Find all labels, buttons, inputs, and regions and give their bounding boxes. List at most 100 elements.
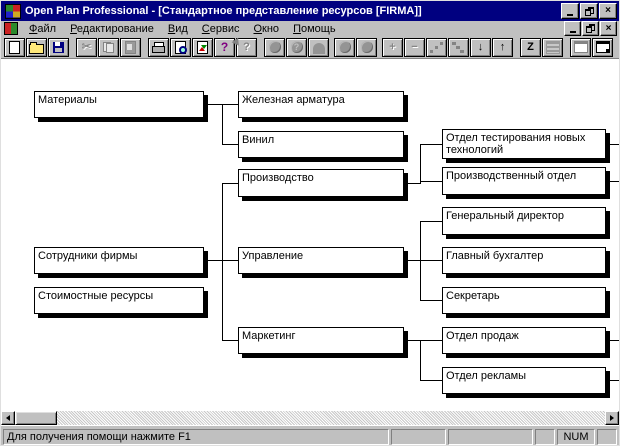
cut-scissors-icon: ✂ bbox=[81, 40, 92, 53]
scrollbar-track[interactable] bbox=[57, 411, 605, 425]
remove-button[interactable]: − bbox=[404, 37, 425, 57]
menu-file[interactable]: Файл bbox=[29, 22, 57, 35]
node-production[interactable]: Производство bbox=[238, 169, 404, 197]
connector-line bbox=[204, 104, 238, 105]
connector-line bbox=[222, 340, 238, 341]
node-accountant[interactable]: Главный бухгалтер bbox=[442, 247, 606, 274]
connector-line bbox=[404, 260, 420, 261]
node-cost[interactable]: Стоимостные ресурсы bbox=[34, 287, 204, 314]
menu-tools[interactable]: Сервис bbox=[201, 22, 240, 35]
cut-button[interactable]: ✂ bbox=[76, 37, 97, 57]
window-arrow-icon bbox=[595, 41, 610, 53]
connector-line bbox=[420, 181, 442, 182]
link-button[interactable] bbox=[426, 37, 447, 57]
scroll-right-button[interactable] bbox=[605, 411, 619, 425]
connector-line bbox=[420, 340, 442, 341]
node-employees[interactable]: Сотрудники фирмы bbox=[34, 247, 204, 274]
connector-line bbox=[204, 260, 238, 261]
view-tool-button-4[interactable] bbox=[334, 37, 355, 57]
minimize-icon bbox=[567, 13, 573, 16]
node-secretary[interactable]: Секретарь bbox=[442, 287, 606, 314]
restore-button[interactable] bbox=[580, 3, 598, 19]
connector-line bbox=[420, 144, 442, 145]
node-iron[interactable]: Железная арматура bbox=[238, 91, 404, 118]
right-arrow-icon bbox=[610, 415, 614, 421]
window-outline-icon bbox=[573, 41, 588, 53]
link-dots-icon bbox=[430, 42, 443, 53]
node-management[interactable]: Управление bbox=[238, 247, 404, 274]
node-testing[interactable]: Отдел тестирования новых технологий bbox=[442, 129, 606, 159]
diagram-canvas[interactable]: Материалы Сотрудники фирмы Стоимостные р… bbox=[1, 58, 619, 411]
menu-help[interactable]: Помощь bbox=[293, 22, 336, 35]
node-vinyl[interactable]: Винил bbox=[238, 131, 404, 158]
connector-line bbox=[222, 144, 238, 145]
node-marketing[interactable]: Маркетинг bbox=[238, 327, 404, 354]
z-letter-icon: Z bbox=[527, 40, 534, 53]
mdi-minimize-button[interactable] bbox=[564, 21, 581, 36]
up-arrow-icon: ↑ bbox=[499, 40, 506, 53]
plus-icon: + bbox=[389, 40, 396, 53]
menu-edit[interactable]: Редактирование bbox=[70, 22, 154, 35]
mdi-restore-button[interactable] bbox=[582, 21, 599, 36]
new-button[interactable] bbox=[4, 37, 25, 57]
node-prod-dept[interactable]: Производственный отдел bbox=[442, 167, 606, 195]
connector-line bbox=[222, 183, 238, 184]
import-export-button[interactable] bbox=[192, 37, 213, 57]
minus-icon: − bbox=[411, 40, 418, 53]
menu-window[interactable]: Окно bbox=[253, 22, 280, 35]
help-question-icon: ? bbox=[220, 40, 229, 54]
left-arrow-icon bbox=[6, 415, 10, 421]
menu-view[interactable]: Вид bbox=[167, 22, 188, 35]
printer-icon bbox=[152, 42, 165, 53]
minimize-button[interactable] bbox=[561, 3, 579, 19]
view-tool-button-3[interactable] bbox=[308, 37, 329, 57]
node-materials[interactable]: Материалы bbox=[34, 91, 204, 118]
node-advertising[interactable]: Отдел рекламы bbox=[442, 367, 606, 394]
status-panel bbox=[597, 428, 617, 445]
help-button[interactable]: ? bbox=[214, 37, 235, 57]
paste-button[interactable] bbox=[120, 37, 141, 57]
cascade-window-button[interactable] bbox=[592, 37, 613, 57]
node-director[interactable]: Генеральный директор bbox=[442, 207, 606, 235]
move-down-button[interactable]: ↓ bbox=[470, 37, 491, 57]
scroll-left-button[interactable] bbox=[1, 411, 15, 425]
gray-circle-icon bbox=[360, 41, 373, 53]
horizontal-scrollbar bbox=[1, 411, 619, 425]
scrollbar-thumb[interactable] bbox=[15, 411, 57, 425]
num-lock-indicator: NUM bbox=[557, 428, 595, 445]
close-button[interactable]: × bbox=[599, 3, 617, 19]
view-tool-button-5[interactable] bbox=[356, 37, 377, 57]
mdi-close-button[interactable]: × bbox=[600, 21, 617, 36]
stair-step-icon bbox=[452, 41, 465, 53]
zoom-button[interactable]: Z bbox=[520, 37, 541, 57]
status-panel bbox=[535, 428, 555, 445]
copy-button[interactable] bbox=[98, 37, 119, 57]
app-icon[interactable] bbox=[5, 3, 21, 19]
context-help-icon: ? bbox=[243, 40, 250, 53]
move-up-button[interactable]: ↑ bbox=[492, 37, 513, 57]
close-icon: × bbox=[605, 22, 612, 34]
copy-icon bbox=[103, 41, 114, 53]
step-button[interactable] bbox=[448, 37, 469, 57]
sort-button[interactable] bbox=[542, 37, 563, 57]
connector-line bbox=[404, 183, 420, 184]
gray-circle-icon bbox=[268, 41, 281, 53]
view-tool-button-1[interactable] bbox=[264, 37, 285, 57]
print-button[interactable] bbox=[148, 37, 169, 57]
node-sales[interactable]: Отдел продаж bbox=[442, 327, 606, 354]
gray-circle-question-icon: ? bbox=[290, 41, 303, 53]
document-icon[interactable] bbox=[4, 22, 18, 35]
connector-line bbox=[610, 144, 619, 145]
connector-line bbox=[404, 340, 420, 341]
striped-rect-icon bbox=[545, 40, 560, 54]
tile-window-button[interactable] bbox=[570, 37, 591, 57]
context-help-button[interactable]: ? bbox=[236, 37, 257, 57]
close-icon: × bbox=[605, 5, 611, 16]
open-button[interactable] bbox=[26, 37, 47, 57]
toolbar: ✂ ? ? ? + − ↓ ↑ Z bbox=[1, 36, 619, 58]
add-button[interactable]: + bbox=[382, 37, 403, 57]
save-button[interactable] bbox=[48, 37, 69, 57]
print-preview-button[interactable] bbox=[170, 37, 191, 57]
view-tool-button-2[interactable]: ? bbox=[286, 37, 307, 57]
